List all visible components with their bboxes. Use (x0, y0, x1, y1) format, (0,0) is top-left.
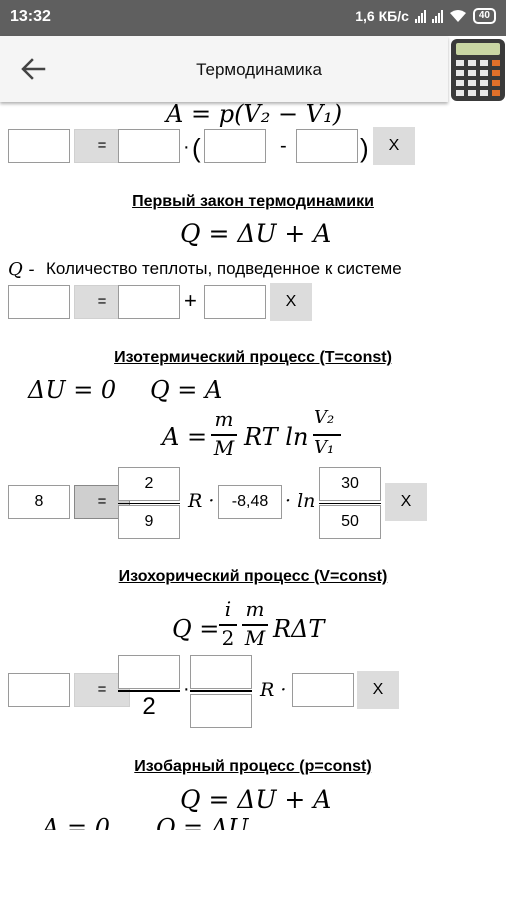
work-close-paren: ) (360, 133, 369, 163)
isochoric-fixed-two: 2 (142, 693, 156, 720)
isothermal-heading: Изотермический процесс (T=const) (114, 349, 392, 366)
isochoric-dt-input[interactable] (292, 673, 354, 707)
first-law-a-input[interactable] (204, 285, 266, 319)
isothermal-ln-frac-line (319, 503, 381, 504)
heat-symbol: Q - (8, 259, 35, 280)
isothermal-m-num: m (214, 407, 234, 431)
isothermal-r-dot: R · (188, 490, 215, 512)
work-pressure-input[interactable] (118, 129, 180, 163)
isochoric-heading: Изохорический процесс (V=const) (118, 568, 388, 585)
isochoric-i: i (224, 597, 232, 621)
status-bar: 13:32 1,6 КБ/с 40 (0, 0, 506, 36)
isothermal-v-frac-line (313, 434, 341, 436)
signal-icon-2 (431, 9, 443, 23)
work-v2-input[interactable] (204, 129, 266, 163)
isochoric-M-input[interactable] (190, 694, 252, 728)
wifi-icon (449, 10, 466, 22)
first-law-plus: + (184, 288, 197, 313)
isobaric-partial-formula: A = 0 Q = ΔU (42, 814, 249, 830)
isochoric-m-input[interactable] (190, 655, 252, 689)
isothermal-m-den: M (213, 436, 235, 460)
isobaric-formula: Q = ΔU + A (180, 785, 332, 814)
isochoric-clear-button[interactable]: X (357, 671, 399, 709)
isothermal-du-formula: ΔU = 0 (28, 376, 117, 404)
isochoric-m-frac-line (190, 690, 252, 692)
isothermal-dot-ln: · ln (285, 490, 316, 512)
isochoric-i-frac-line (219, 624, 237, 626)
battery-icon: 40 (472, 8, 496, 24)
signal-icon (414, 9, 426, 23)
isothermal-frac-line (211, 434, 237, 436)
isochoric-m: m (245, 597, 265, 621)
isobaric-partial-clip: A = 0 Q = ΔU (0, 812, 506, 830)
isochoric-q-label: Q = (172, 615, 220, 643)
work-formula: A = p(V₂ − V₁) (166, 100, 343, 128)
heat-description: Количество теплоты, подведенное к систем… (46, 259, 402, 278)
first-law-q-input[interactable] (8, 285, 70, 319)
isochoric-two: 2 (221, 626, 235, 650)
isochoric-input-frac-line (118, 690, 180, 692)
work-open-paren: ( (192, 133, 201, 163)
isothermal-a-label: A = (162, 423, 208, 451)
page-title: Термодинамика (196, 60, 322, 79)
work-clear-button[interactable]: X (373, 127, 415, 165)
work-v1-input[interactable] (296, 129, 358, 163)
first-law-clear-button[interactable]: X (270, 283, 312, 321)
calculator-icon[interactable] (450, 38, 506, 102)
toolbar: Термодинамика (0, 36, 448, 102)
arrow-left-icon[interactable] (18, 54, 48, 84)
isothermal-rt-ln: RT ln (244, 423, 309, 451)
isothermal-result-input[interactable]: 8 (8, 485, 70, 519)
work-dot: · (183, 136, 190, 158)
isothermal-clear-button[interactable]: X (385, 483, 427, 521)
isothermal-v1: V₁ (314, 437, 335, 458)
isochoric-M: M (244, 626, 266, 650)
isochoric-result-input[interactable] (8, 673, 70, 707)
first-law-heading: Первый закон термодинамики (132, 193, 374, 210)
isochoric-dot: · (183, 678, 190, 700)
isochoric-m-frac-line (242, 624, 268, 626)
isochoric-i-input[interactable] (118, 655, 180, 689)
isothermal-v2-input[interactable]: 30 (319, 467, 381, 501)
work-minus: - (280, 135, 287, 157)
isothermal-input-frac-line (118, 503, 180, 504)
work-result-input[interactable] (8, 129, 70, 163)
isothermal-v2: V₂ (314, 407, 335, 428)
status-time: 13:32 (10, 8, 51, 25)
isothermal-M-input[interactable]: 9 (118, 505, 180, 539)
isochoric-r-dt: RΔT (273, 615, 325, 643)
first-law-formula: Q = ΔU + A (180, 219, 332, 248)
isothermal-m-input[interactable]: 2 (118, 467, 180, 501)
status-right: 1,6 КБ/с 40 (355, 8, 496, 24)
isothermal-t-input[interactable]: -8,48 (218, 485, 282, 519)
first-law-du-input[interactable] (118, 285, 180, 319)
network-speed: 1,6 КБ/с (355, 8, 409, 24)
isothermal-q-formula: Q = A (150, 376, 223, 404)
isochoric-r-dot: R · (260, 679, 287, 701)
isobaric-heading: Изобарный процесс (p=const) (134, 758, 372, 775)
isothermal-v1-input[interactable]: 50 (319, 505, 381, 539)
